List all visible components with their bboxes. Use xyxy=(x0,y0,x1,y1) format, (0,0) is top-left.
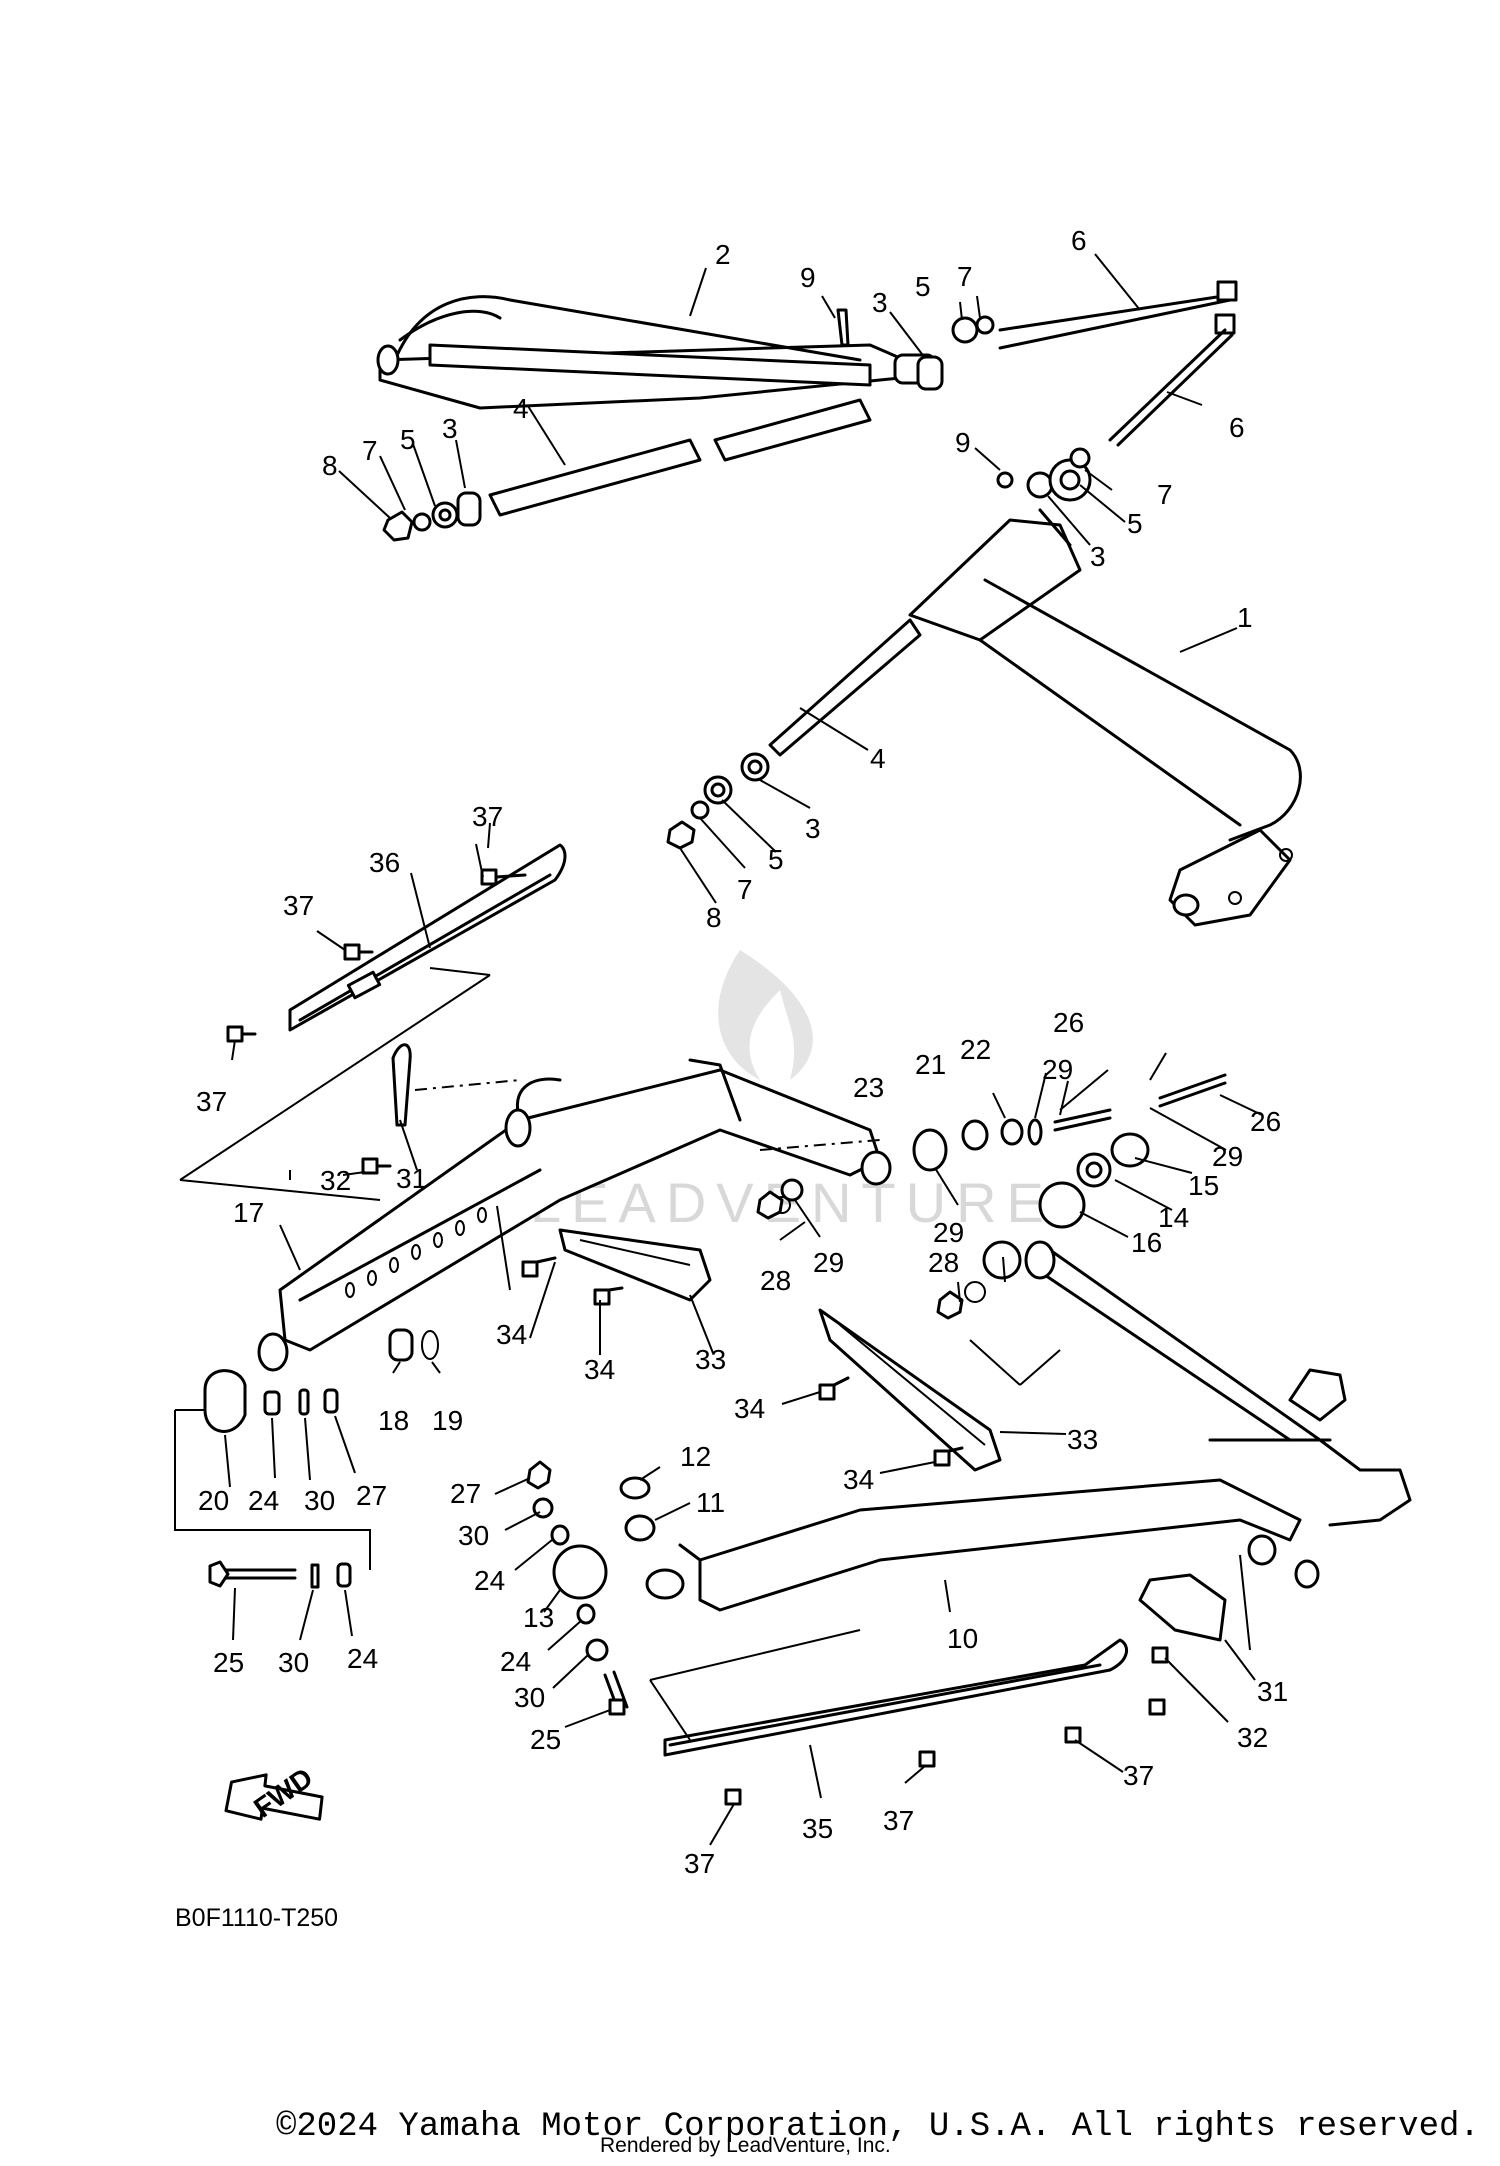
upper-arm-part-2 xyxy=(376,295,937,410)
callout-17: 17 xyxy=(233,1197,264,1228)
callout-37: 37 xyxy=(283,890,314,921)
callout-22: 22 xyxy=(960,1034,991,1065)
callout-30: 30 xyxy=(278,1647,309,1678)
callout-31: 31 xyxy=(1257,1676,1288,1707)
callout-15: 15 xyxy=(1188,1170,1219,1201)
callout-5: 5 xyxy=(768,844,784,875)
callout-34: 34 xyxy=(584,1354,615,1385)
callout-35: 35 xyxy=(802,1813,833,1844)
callout-31: 31 xyxy=(396,1163,427,1194)
callout-24: 24 xyxy=(248,1485,279,1516)
callout-26: 26 xyxy=(1053,1007,1084,1038)
lower-arm-part-1 xyxy=(666,447,1302,927)
callout-23: 23 xyxy=(853,1072,884,1103)
guard-brackets xyxy=(391,1043,1227,1642)
callout-34: 34 xyxy=(496,1319,527,1350)
callout-27: 27 xyxy=(356,1480,387,1511)
callout-labels: 1 2 3 3 3 3 4 4 5 5 5 5 6 6 7 7 7 7 8 8 … xyxy=(196,225,1288,1879)
callout-29: 29 xyxy=(1212,1141,1243,1172)
callout-37: 37 xyxy=(1123,1760,1154,1791)
callout-3: 3 xyxy=(1090,541,1106,572)
callout-24: 24 xyxy=(500,1646,531,1677)
rear-arm-part-17 xyxy=(257,1058,892,1372)
rear-arm-holes xyxy=(345,1207,487,1298)
callout-8: 8 xyxy=(322,450,338,481)
callout-30: 30 xyxy=(458,1520,489,1551)
callout-29: 29 xyxy=(933,1217,964,1248)
callout-7: 7 xyxy=(957,261,973,292)
callout-5: 5 xyxy=(915,271,931,302)
callout-16: 16 xyxy=(1131,1227,1162,1258)
callout-5: 5 xyxy=(400,424,416,455)
leader-lines xyxy=(224,253,1263,1846)
assembly-lines xyxy=(174,967,1251,1741)
callout-9: 9 xyxy=(955,427,971,458)
callout-37: 37 xyxy=(883,1805,914,1836)
callout-37: 37 xyxy=(684,1848,715,1879)
callout-11: 11 xyxy=(696,1487,725,1518)
callout-10: 10 xyxy=(947,1623,978,1654)
callout-20: 20 xyxy=(198,1485,229,1516)
callout-21: 21 xyxy=(915,1049,946,1080)
pivot-hardware-mid xyxy=(526,1460,685,1716)
callout-3: 3 xyxy=(805,813,821,844)
callout-33: 33 xyxy=(695,1344,726,1375)
callout-3: 3 xyxy=(442,413,458,444)
callout-13: 13 xyxy=(523,1602,554,1633)
callout-18: 18 xyxy=(378,1405,409,1436)
callout-4: 4 xyxy=(870,743,886,774)
joint-hardware xyxy=(756,1073,1227,1320)
callout-28: 28 xyxy=(760,1265,791,1296)
callout-2: 2 xyxy=(715,239,731,270)
callout-30: 30 xyxy=(514,1682,545,1713)
chain-guard-part-35 xyxy=(663,1638,1129,1757)
callout-29: 29 xyxy=(813,1247,844,1278)
callout-34: 34 xyxy=(843,1464,874,1495)
callout-25: 25 xyxy=(530,1724,561,1755)
callout-9: 9 xyxy=(800,262,816,293)
callout-4: 4 xyxy=(513,393,529,424)
callout-27: 27 xyxy=(450,1478,481,1509)
callout-6: 6 xyxy=(1229,412,1245,443)
pivot-hardware-left xyxy=(203,1328,439,1589)
callout-19: 19 xyxy=(432,1405,463,1436)
chain-slide-part-33-upper xyxy=(558,1228,712,1302)
fwd-arrow-icon: FWD xyxy=(224,1762,324,1824)
callout-30: 30 xyxy=(304,1485,335,1516)
callout-37: 37 xyxy=(196,1086,227,1117)
callout-28: 28 xyxy=(928,1247,959,1278)
callout-37: 37 xyxy=(472,801,503,832)
callout-29: 29 xyxy=(1042,1054,1073,1085)
upper-arm-pivot-hardware xyxy=(382,280,1238,542)
callout-1: 1 xyxy=(1237,602,1253,633)
callout-33: 33 xyxy=(1067,1424,1098,1455)
chain-slide-part-33-lower xyxy=(818,1308,1002,1472)
diagram-code: B0F1110-T250 xyxy=(175,1904,339,1932)
callout-7: 7 xyxy=(1157,479,1173,510)
callout-7: 7 xyxy=(737,874,753,905)
rendered-by-notice: Rendered by LeadVenture, Inc. xyxy=(600,2134,891,2157)
callout-36: 36 xyxy=(369,847,400,878)
callout-32: 32 xyxy=(320,1165,351,1196)
callout-24: 24 xyxy=(474,1565,505,1596)
callout-24: 24 xyxy=(347,1643,378,1674)
callout-6: 6 xyxy=(1071,225,1087,256)
callout-5: 5 xyxy=(1127,508,1143,539)
callout-8: 8 xyxy=(706,902,722,933)
copyright-notice: ©2024 Yamaha Motor Corporation, U.S.A. A… xyxy=(276,2108,1480,2146)
callout-12: 12 xyxy=(680,1441,711,1472)
callout-7: 7 xyxy=(362,435,378,466)
callout-14: 14 xyxy=(1158,1202,1189,1233)
callout-25: 25 xyxy=(213,1647,244,1678)
callout-3: 3 xyxy=(872,287,888,318)
callout-32: 32 xyxy=(1237,1722,1268,1753)
callout-34: 34 xyxy=(734,1393,765,1424)
rear-arm-part-10 xyxy=(678,1240,1412,1612)
callout-26: 26 xyxy=(1250,1106,1281,1137)
